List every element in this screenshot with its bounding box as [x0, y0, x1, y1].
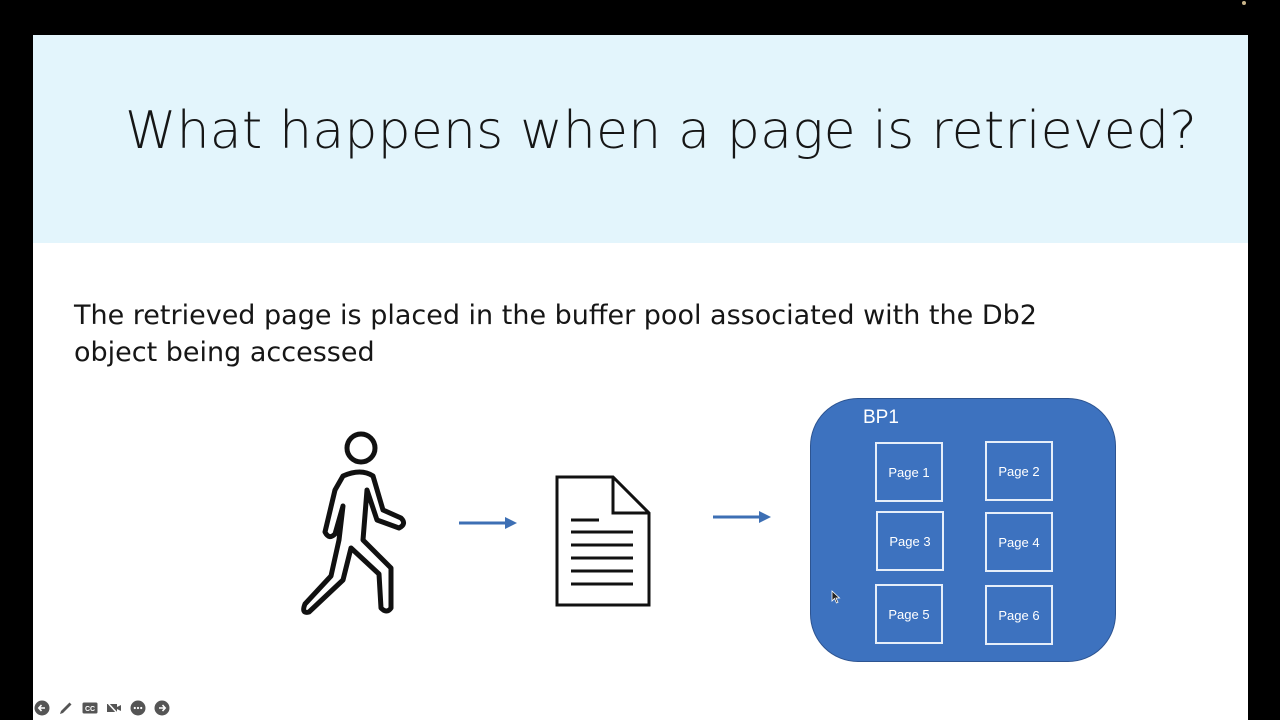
title-band: What happens when a page is retrieved? — [33, 35, 1248, 243]
page-box: Page 2 — [985, 441, 1053, 501]
previous-slide-button[interactable] — [34, 700, 50, 716]
captions-button[interactable]: CC — [82, 700, 98, 716]
slide-title: What happens when a page is retrieved? — [125, 101, 1198, 161]
cc-icon: CC — [82, 702, 98, 714]
more-options-button[interactable] — [130, 700, 146, 716]
video-off-button[interactable] — [106, 700, 122, 716]
page-label: Page 3 — [889, 533, 931, 549]
person-walking-icon — [301, 431, 407, 615]
page-box: Page 6 — [985, 585, 1053, 645]
pencil-icon — [60, 702, 72, 714]
arrow-right-circle-icon — [154, 700, 170, 716]
pen-button[interactable] — [58, 700, 74, 716]
svg-text:CC: CC — [85, 706, 95, 713]
page-label: Page 2 — [998, 463, 1040, 479]
page-label: Page 5 — [888, 606, 930, 622]
page-label: Page 4 — [998, 534, 1040, 550]
ellipsis-icon — [130, 700, 146, 716]
next-slide-button[interactable] — [154, 700, 170, 716]
page-box: Page 1 — [875, 442, 943, 502]
page-box: Page 3 — [876, 511, 944, 571]
mouse-cursor-icon — [831, 590, 841, 604]
presenter-controls: CC — [34, 700, 170, 716]
slide: What happens when a page is retrieved? T… — [33, 35, 1248, 720]
page-label: Page 6 — [998, 607, 1040, 623]
arrow-left-circle-icon — [34, 700, 50, 716]
buffer-pool-bp1: BP1 Page 1 Page 2 Page 3 Page 4 Page 5 P… — [810, 398, 1116, 662]
page-box: Page 5 — [875, 584, 943, 644]
arrow-right-icon — [459, 517, 517, 529]
document-icon — [555, 475, 651, 607]
buffer-pool-label: BP1 — [863, 407, 899, 428]
page-label: Page 1 — [888, 464, 930, 480]
arrow-right-icon — [713, 511, 771, 523]
status-indicator — [1242, 1, 1246, 5]
video-off-icon — [106, 701, 121, 715]
page-box: Page 4 — [985, 512, 1053, 572]
slide-body-text: The retrieved page is placed in the buff… — [74, 300, 1037, 368]
